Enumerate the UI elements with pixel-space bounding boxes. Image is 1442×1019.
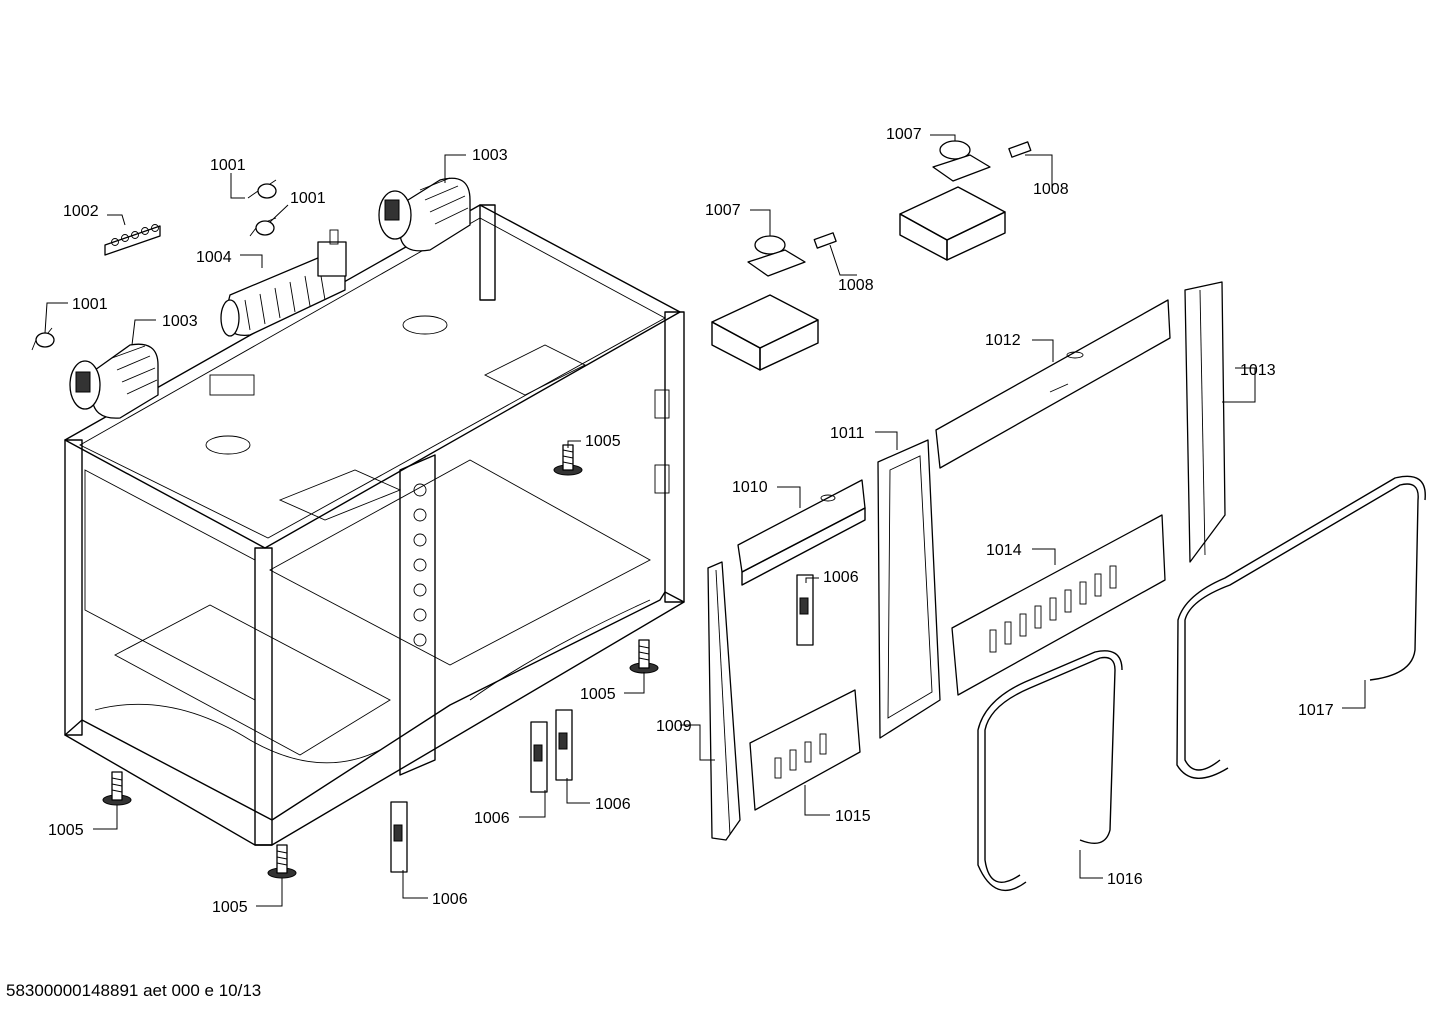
fan-motor-1003-left [69, 343, 159, 419]
handle-rail-1017 [1176, 475, 1426, 779]
perforated-panel-1015 [749, 689, 861, 811]
leveling-foot-1005-b [629, 639, 659, 674]
callout-labels: 1001 1001 1001 1002 1003 1003 1004 1005 … [48, 126, 1334, 916]
leveling-foot-1005-a [553, 444, 583, 476]
rail-1012 [935, 299, 1171, 469]
label-1015: 1015 [835, 808, 871, 825]
label-1009: 1009 [656, 718, 692, 735]
sensor-1008-left [813, 232, 837, 249]
clip-1001-a [247, 179, 277, 199]
label-1005-b: 1005 [580, 686, 616, 703]
label-1008-b: 1008 [1033, 181, 1069, 198]
label-1017: 1017 [1298, 702, 1334, 719]
label-1007-b: 1007 [886, 126, 922, 143]
tangential-fan-1004 [220, 229, 347, 337]
label-1005-a: 1005 [585, 433, 621, 450]
label-1003-b: 1003 [162, 313, 198, 330]
oven-chassis-frame [64, 204, 685, 846]
panel-1011 [877, 439, 941, 739]
sensor-1008-right [1008, 141, 1032, 158]
label-1005-c: 1005 [48, 822, 84, 839]
label-1006-d: 1006 [432, 891, 468, 908]
label-1001-a: 1001 [210, 157, 246, 174]
label-1013: 1013 [1240, 362, 1276, 379]
clip-1001-c [31, 327, 55, 351]
hinge-1006-center [796, 574, 814, 646]
label-1003-a: 1003 [472, 147, 508, 164]
label-1011: 1011 [830, 425, 865, 442]
thermostat-1007-right [899, 140, 1006, 261]
hinge-1006-left [530, 721, 548, 793]
label-1001-c: 1001 [72, 296, 108, 313]
bracket-1010 [737, 479, 866, 586]
label-1010: 1010 [732, 479, 768, 496]
leveling-foot-1005-d [267, 844, 297, 879]
document-reference: 58300000148891 aet 000 e 10/13 [6, 981, 262, 1000]
perforated-panel-1014 [951, 514, 1166, 696]
label-1005-d: 1005 [212, 899, 248, 916]
leveling-foot-1005-c [102, 771, 132, 806]
label-1008-a: 1008 [838, 277, 874, 294]
hinge-1006-right [555, 709, 573, 781]
label-1012: 1012 [985, 332, 1021, 349]
label-1001-b: 1001 [290, 190, 326, 207]
label-1014: 1014 [986, 542, 1022, 559]
label-1004: 1004 [196, 249, 232, 266]
fan-motor-1003-top [378, 177, 471, 252]
handle-rail-1016 [977, 650, 1123, 892]
label-1016: 1016 [1107, 871, 1143, 888]
side-rail-1009 [707, 561, 741, 841]
post-1013 [1184, 281, 1226, 563]
thermostat-1007-left [711, 235, 819, 371]
terminal-block-1002 [104, 224, 161, 256]
label-1006-a: 1006 [823, 569, 859, 586]
leader-lines [44, 134, 1366, 907]
hinge-1006-bottom [390, 801, 408, 873]
label-1006-b: 1006 [474, 810, 510, 827]
clip-1001-b [249, 217, 277, 237]
label-1006-c: 1006 [595, 796, 631, 813]
label-1007-a: 1007 [705, 202, 741, 219]
label-1002: 1002 [63, 203, 99, 220]
